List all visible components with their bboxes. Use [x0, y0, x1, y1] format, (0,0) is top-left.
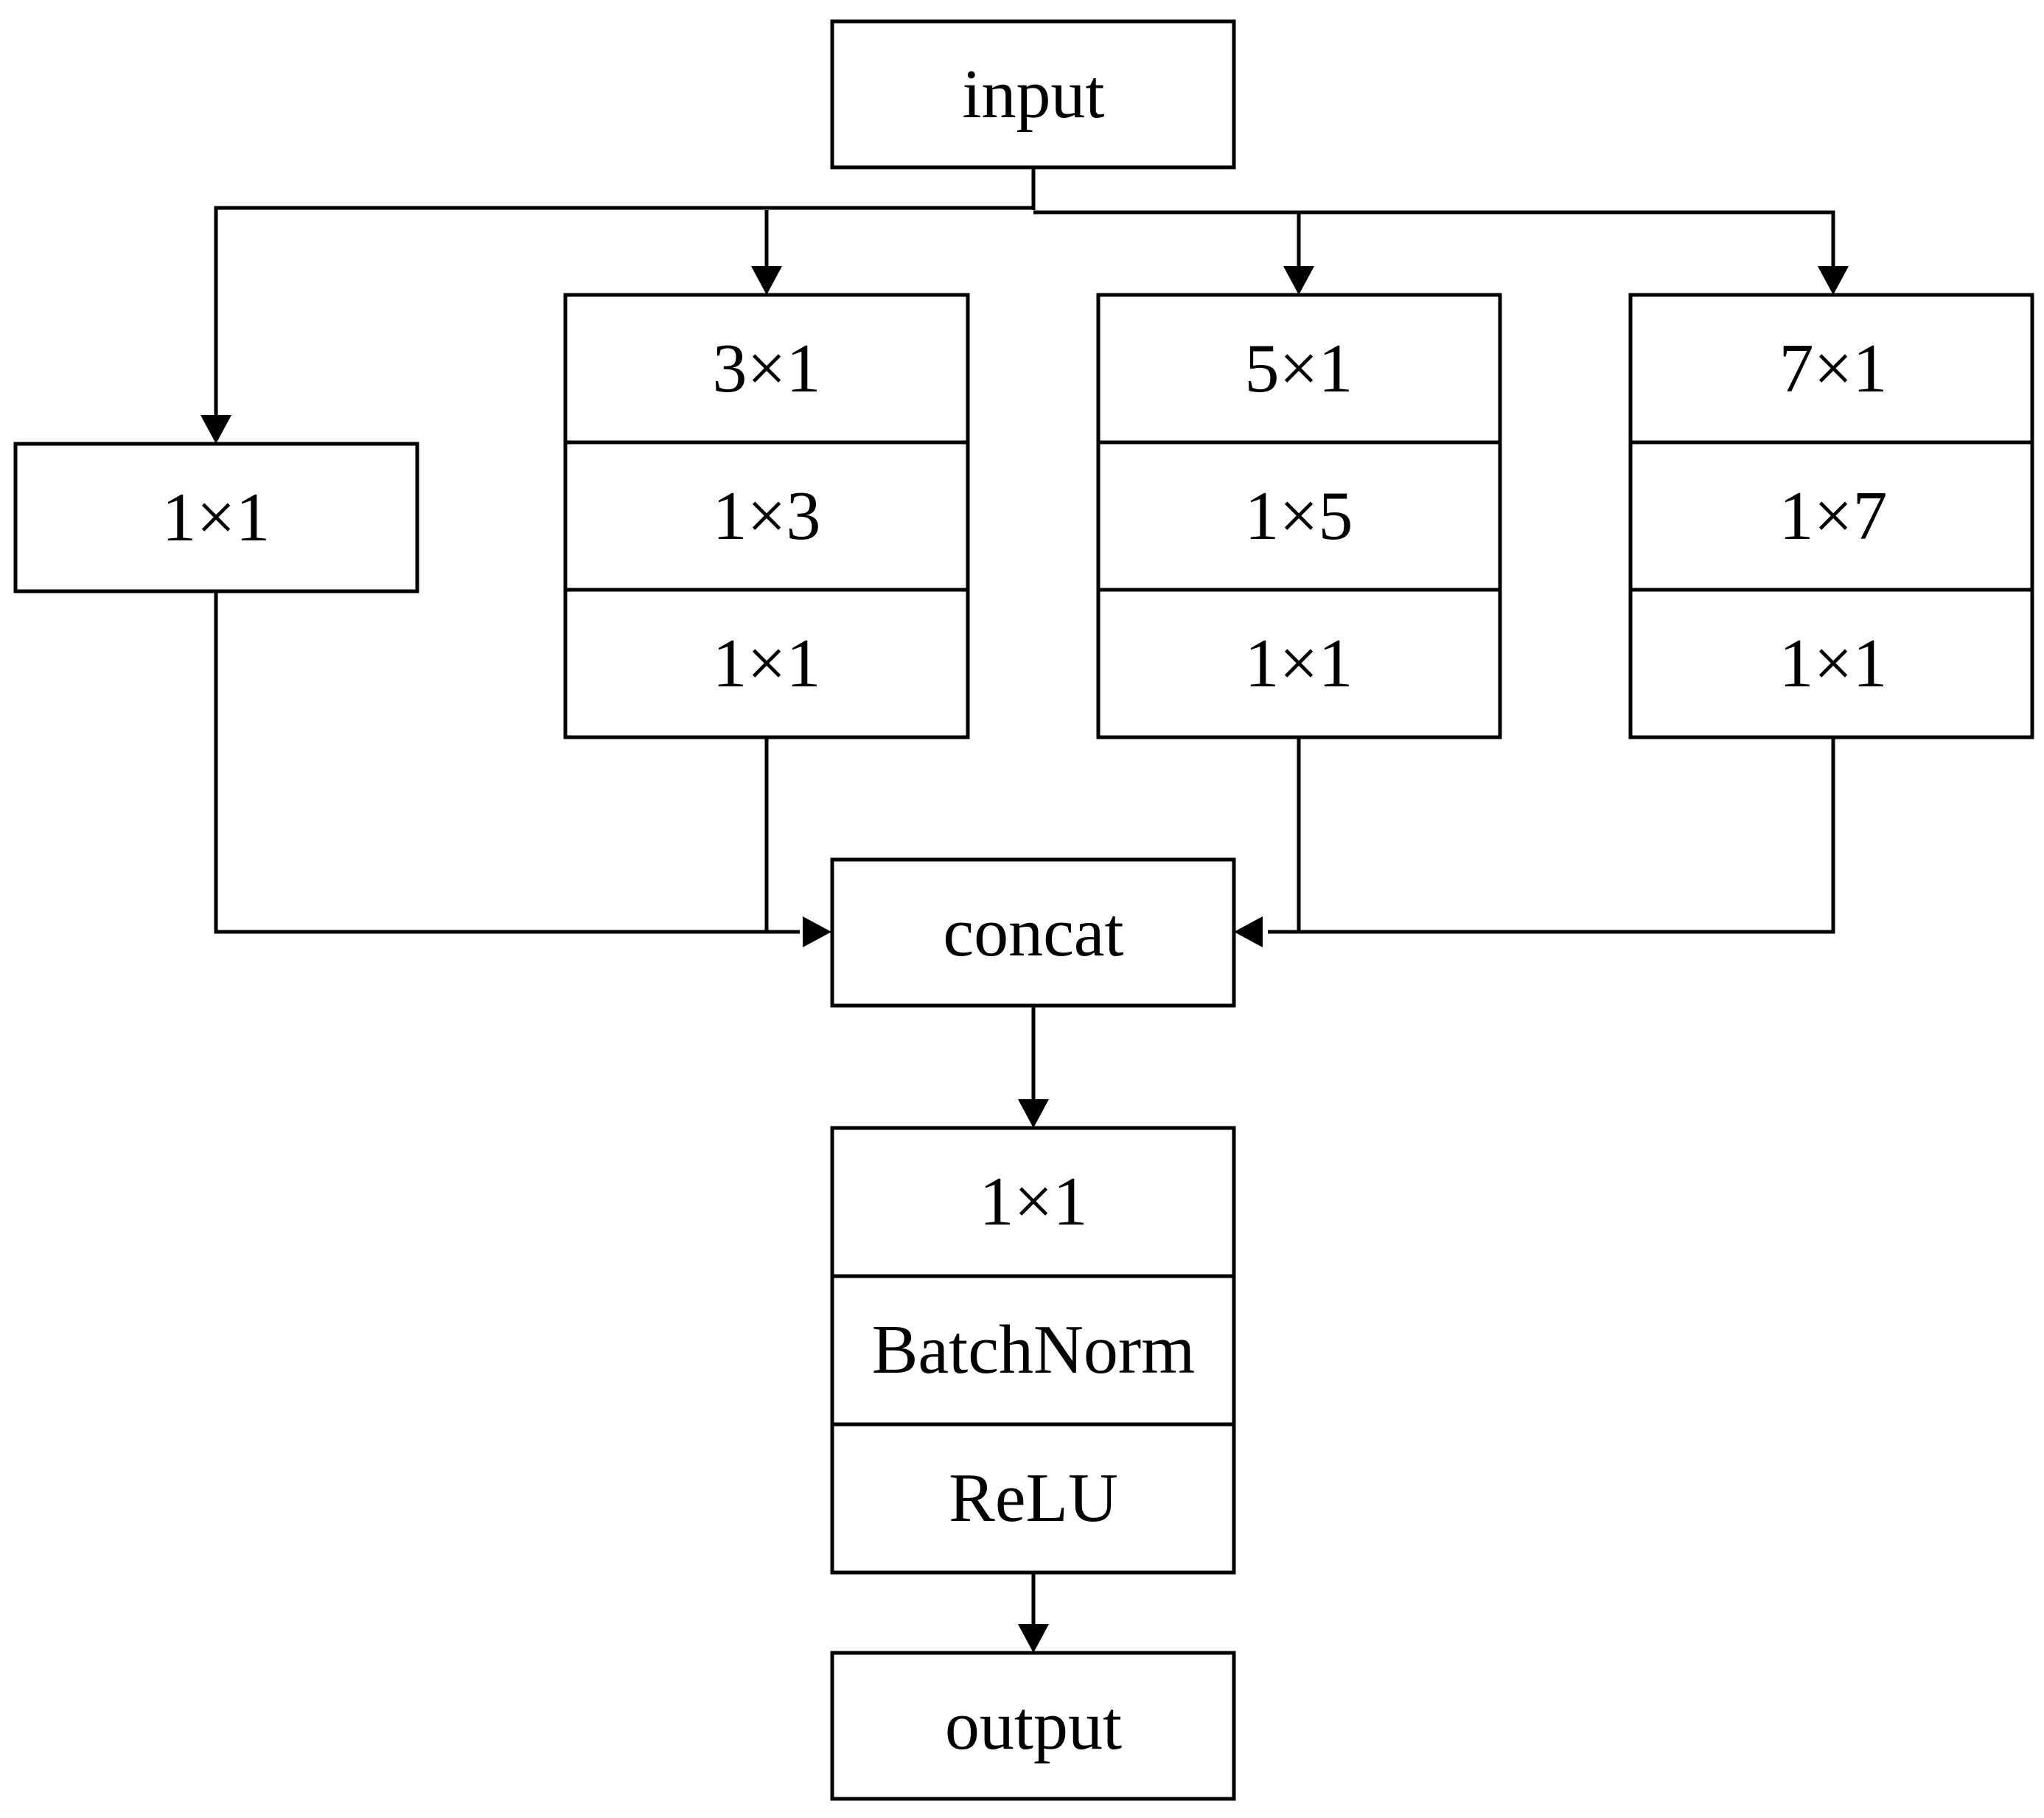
branch5-conv-b-label: 1×5 — [1244, 478, 1353, 554]
wire-branch7-concat — [1268, 737, 1835, 934]
input-node: input — [830, 19, 1236, 170]
arrowhead-branch5 — [1283, 266, 1314, 295]
branch-5: 5×1 1×5 1×1 — [1096, 293, 1502, 739]
post-block: 1×1 BatchNorm ReLU — [830, 1126, 1236, 1575]
arrowhead-concat-left — [803, 916, 831, 947]
branch5-conv-c-label: 1×1 — [1244, 625, 1353, 702]
branch1-conv-label: 1×1 — [161, 479, 270, 556]
input-label: input — [962, 56, 1104, 133]
branch3-conv-c-label: 1×1 — [712, 625, 820, 702]
branch7-conv-c-label: 1×1 — [1779, 625, 1887, 702]
post-conv-label: 1×1 — [979, 1163, 1087, 1240]
arrowhead-branch1 — [200, 415, 231, 444]
branch5-conv-a-label: 5×1 — [1244, 330, 1353, 407]
wire-bus-right — [1033, 210, 1835, 273]
connectors — [214, 167, 1835, 1629]
branch-7: 7×1 1×7 1×1 — [1628, 293, 2034, 739]
concat-label: concat — [943, 894, 1123, 971]
post-batchnorm-label: BatchNorm — [872, 1312, 1196, 1388]
post-relu-label: ReLU — [949, 1460, 1118, 1536]
concat-node: concat — [830, 857, 1236, 1008]
arrowhead-post — [1018, 1099, 1049, 1128]
branch3-conv-a-label: 3×1 — [712, 330, 820, 407]
arrowhead-output — [1018, 1624, 1049, 1653]
branch-1x1: 1×1 — [13, 442, 419, 593]
wire-branch1-concat — [214, 592, 800, 934]
arrowhead-concat-right — [1234, 916, 1263, 947]
output-label: output — [945, 1688, 1122, 1764]
branch7-conv-b-label: 1×7 — [1779, 478, 1887, 554]
branch7-conv-a-label: 7×1 — [1779, 330, 1887, 407]
output-node: output — [830, 1651, 1236, 1801]
branch3-conv-b-label: 1×3 — [712, 478, 820, 554]
branch-3: 3×1 1×3 1×1 — [563, 293, 970, 739]
arrowhead-branch7 — [1818, 266, 1849, 295]
arrowhead-branch3 — [751, 266, 782, 295]
wire-bus-left — [214, 206, 1033, 422]
arrowheads — [200, 266, 1849, 1653]
